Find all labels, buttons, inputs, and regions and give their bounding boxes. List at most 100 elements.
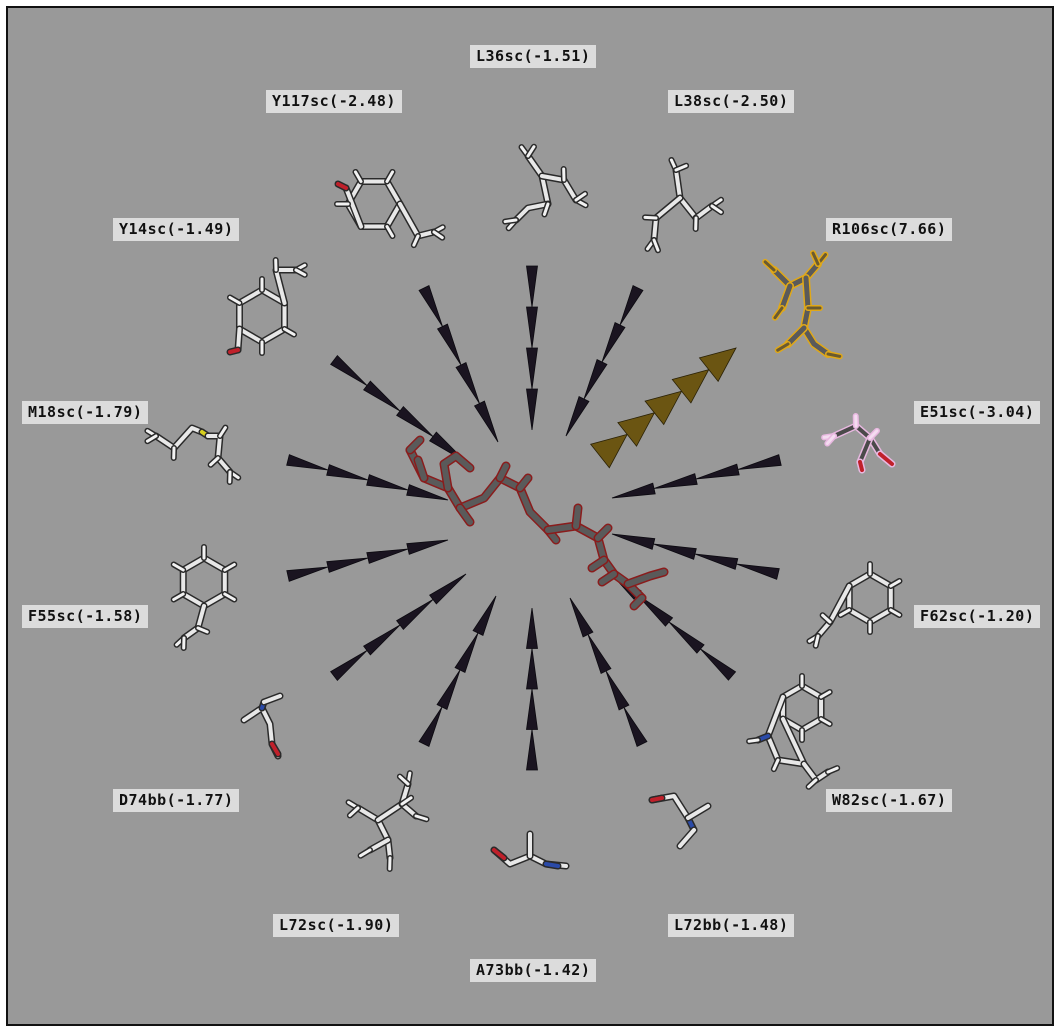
molecule-y117sc [334, 168, 446, 249]
arrow-head-segment [472, 595, 497, 636]
ligand-bond [457, 505, 473, 525]
arrow-head-segment [418, 706, 443, 747]
arrow-head-segment [653, 543, 697, 560]
hydrogen-bond [889, 579, 901, 588]
arrow-head-segment [698, 347, 737, 383]
hydrogen-bond [172, 563, 185, 572]
hydrogen-bond [839, 608, 851, 617]
hydrogen-bond [223, 592, 236, 601]
bond [356, 806, 392, 860]
molecule-l36sc [502, 143, 589, 232]
arrow-head-segment [526, 388, 538, 431]
interaction-arrow-8 [418, 595, 497, 747]
arrow-head-segment [526, 265, 538, 308]
residue-label-r106sc: R106sc(7.66) [826, 218, 953, 241]
bond-oxygen [650, 796, 664, 802]
bond [779, 283, 793, 311]
hydrogen-bond [652, 238, 660, 252]
arrow-head-segment [605, 670, 630, 711]
arrow-layer [286, 265, 782, 771]
ligand-bond [595, 525, 611, 541]
bond-oxygen [858, 460, 864, 472]
bond [858, 436, 872, 464]
ligand-bond [407, 437, 423, 453]
arrow-head-segment [623, 707, 648, 747]
arrow-head-segment [526, 729, 538, 771]
bond-oxygen [492, 848, 506, 860]
interaction-arrow-1 [565, 285, 644, 437]
hydrogen-bond [196, 626, 209, 634]
arrow-head-segment [396, 599, 434, 630]
bond [262, 694, 282, 704]
residue-label-m18sc: M18sc(-1.79) [22, 401, 149, 424]
arrow-head-segment [363, 624, 401, 656]
interaction-arrow-13 [418, 285, 499, 443]
arrow-head-segment [569, 597, 594, 638]
molecule-m18sc [144, 424, 242, 485]
hydrogen-bond [359, 848, 372, 858]
arrow-head-segment [396, 406, 434, 437]
arrow-head-segment [418, 285, 443, 327]
hydrogen-bond [821, 613, 832, 624]
aromatic-ring [181, 556, 227, 608]
interaction-arrow-6 [569, 597, 648, 747]
hydrogen-bond [674, 164, 688, 172]
bond-oxygen [270, 742, 280, 756]
aromatic-ring [847, 572, 893, 624]
arrow-head-segment [526, 648, 538, 690]
arrow-head-segment [436, 323, 462, 366]
interaction-arrow-3 [611, 454, 782, 499]
bond-nitrogen [544, 862, 560, 868]
hydrogen-bond [412, 234, 420, 247]
residue-label-l38sc: L38sc(-2.50) [668, 90, 795, 113]
arrow-head-segment [366, 548, 409, 564]
hydrogen-bond [209, 456, 220, 467]
arrow-head-segment [326, 464, 369, 481]
bond [206, 434, 232, 474]
hydrogen-bond [283, 327, 296, 336]
hydrogen-bond [432, 230, 444, 240]
residue-label-d74bb: D74bb(-1.77) [113, 789, 240, 812]
hydrogen-bond [294, 268, 307, 277]
hydrogen-bond [825, 434, 836, 445]
arrow-head-segment [526, 306, 538, 349]
ligand-bond [589, 557, 607, 571]
arrow-head-segment [526, 607, 538, 649]
residue-label-y14sc: Y14sc(-1.49) [113, 218, 240, 241]
arrow-head-segment [671, 368, 710, 404]
residue-label-a73bb: A73bb(-1.42) [470, 959, 597, 982]
ligand-bond [441, 453, 473, 491]
hydrogen-bond [228, 296, 241, 305]
ligand-bond [407, 447, 559, 543]
molecule-e51sc [821, 413, 896, 474]
arrow-head-segment [286, 454, 329, 471]
bond [344, 186, 363, 229]
hydrogen-bond [218, 426, 227, 438]
hydrogen-bond [819, 690, 832, 699]
bond [686, 804, 710, 820]
hydrogen-bond [503, 218, 518, 224]
ligand-bond [517, 475, 531, 491]
hydrogen-bond [400, 796, 413, 806]
arrow-head-segment [694, 553, 739, 570]
hydrogen-bond [772, 758, 780, 771]
molecule-f55sc [170, 544, 238, 651]
hydrogen-bond [385, 225, 394, 238]
ligand-bond [573, 505, 581, 529]
bond [368, 838, 390, 852]
arrow-head-segment [653, 473, 698, 489]
arrow-head-segment [455, 362, 480, 404]
arrow-head-segment [737, 454, 782, 470]
hydrogen-bond [385, 170, 394, 183]
hydrogen-bond [172, 592, 185, 601]
molecule-d74bb [240, 692, 284, 760]
arrow-head-segment [668, 621, 705, 654]
residue-label-e51sc: E51sc(-3.04) [914, 401, 1041, 424]
arrow-head-segment [326, 557, 369, 573]
residue-label-l36sc: L36sc(-1.51) [470, 45, 597, 68]
bond [694, 204, 714, 220]
arrow-head-segment [565, 396, 590, 437]
bond [236, 327, 242, 352]
hydrogen-bond [826, 766, 839, 774]
interaction-arrow-7 [526, 607, 538, 771]
